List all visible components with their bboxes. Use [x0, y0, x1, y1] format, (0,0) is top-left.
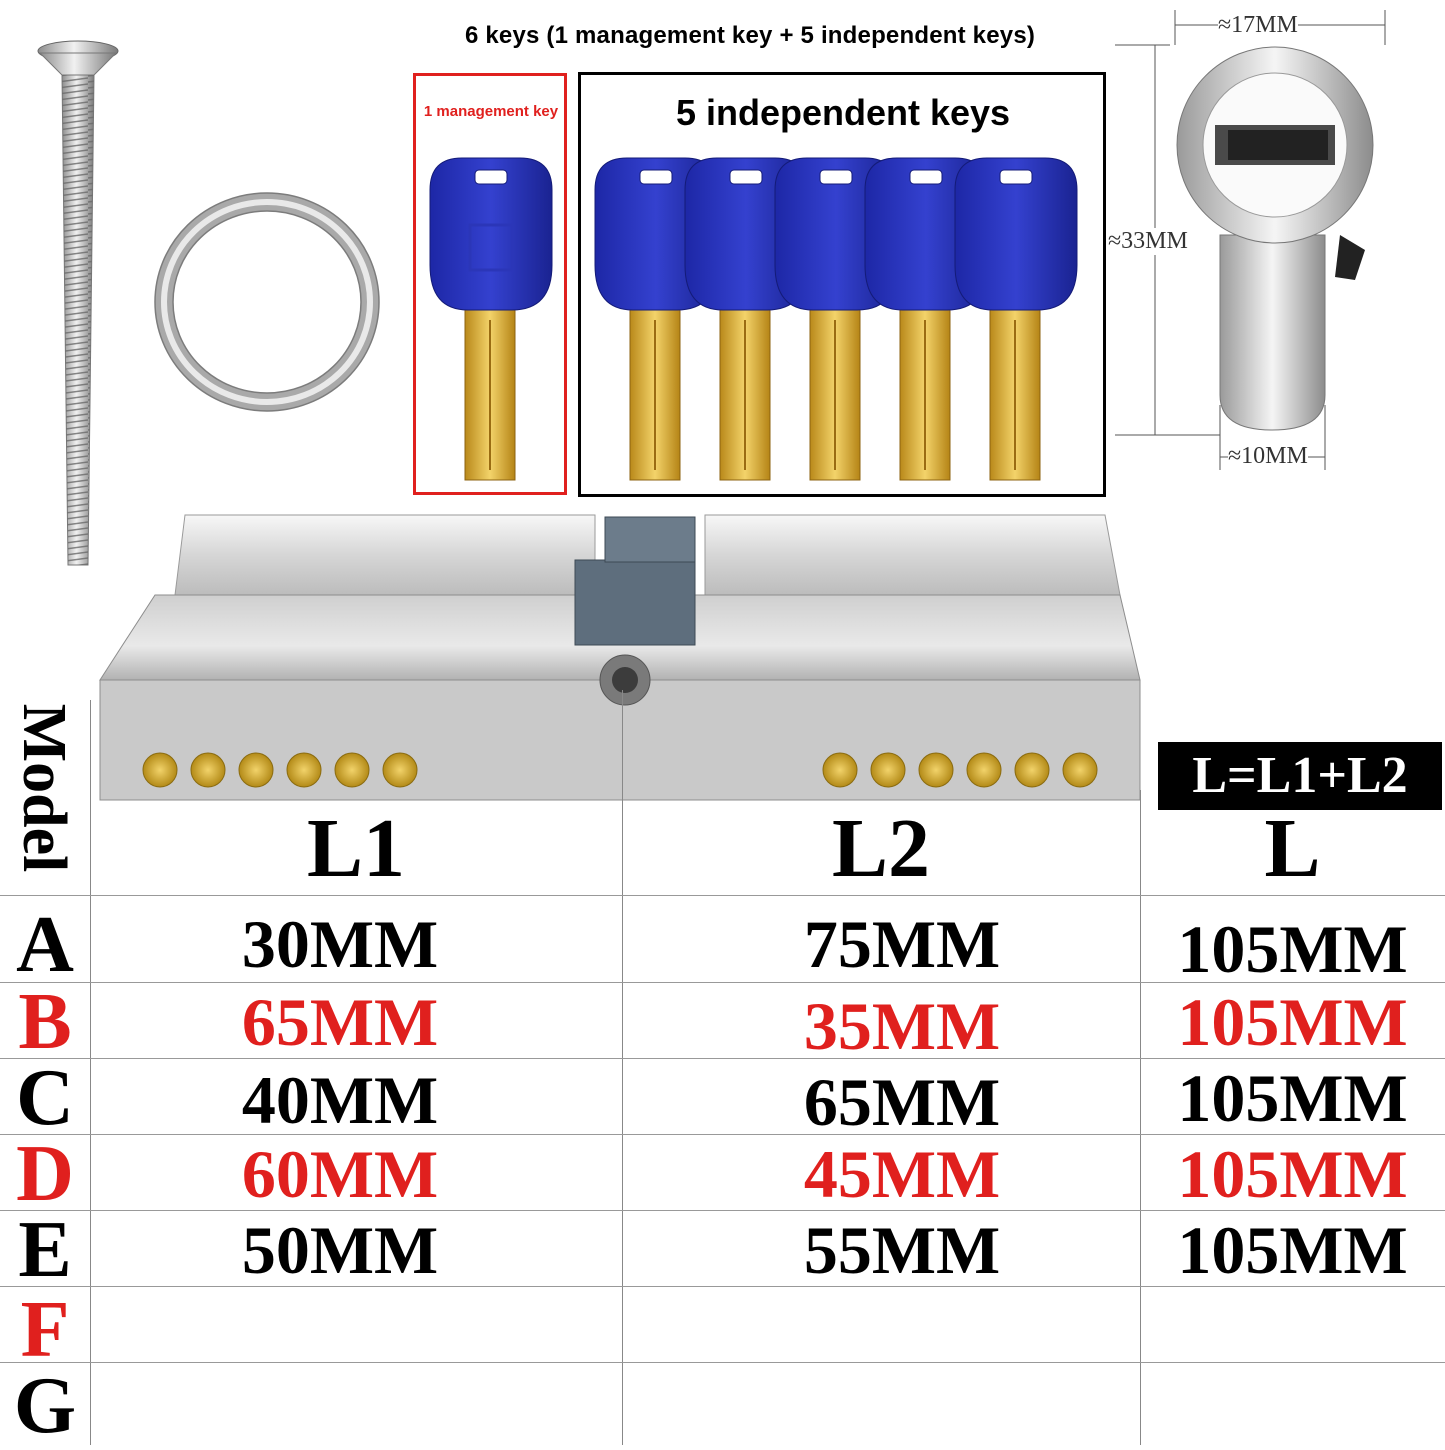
table-cell-l1: 60MM: [241, 1136, 439, 1212]
table-cell-l2: 75MM: [803, 906, 1001, 982]
management-key-icon: [429, 157, 553, 481]
table-cell-l: 105MM: [1177, 1060, 1408, 1136]
length-formula: L=L1+L2: [1158, 742, 1442, 810]
table-cell-l: 105MM: [1177, 984, 1408, 1060]
model-letter: B: [18, 978, 72, 1066]
keys-heading: 6 keys (1 management key + 5 independent…: [464, 22, 1036, 49]
table-divider: [0, 895, 1445, 896]
model-letter: F: [20, 1286, 70, 1374]
table-cell-l: 105MM: [1177, 1212, 1408, 1288]
table-cell-l1: 50MM: [241, 1212, 439, 1288]
table-cell-l1: 65MM: [241, 984, 439, 1060]
table-divider: [0, 1058, 1445, 1059]
header-l: L: [1264, 802, 1321, 895]
model-letter: A: [16, 901, 74, 989]
table-cell-l2: 55MM: [803, 1212, 1001, 1288]
management-key-label: 1 management key: [423, 103, 559, 120]
screw-image: [37, 40, 119, 566]
model-letter: D: [16, 1130, 74, 1218]
model-letter: C: [16, 1054, 74, 1142]
table-divider: [1140, 790, 1141, 1445]
table-divider: [0, 982, 1445, 983]
table-divider: [0, 1362, 1445, 1363]
split-ring-image: [154, 192, 380, 412]
independent-keys-label: 5 independent keys: [675, 92, 1011, 133]
table-divider: [90, 700, 91, 1445]
independent-keys-box: [578, 72, 1106, 497]
table-cell-l1: 30MM: [241, 906, 439, 982]
model-column-label: Model: [10, 703, 78, 873]
table-cell-l2: 65MM: [803, 1064, 1001, 1140]
table-cell-l: 105MM: [1177, 911, 1408, 987]
model-letter: E: [18, 1206, 72, 1294]
table-cell-l1: 40MM: [241, 1062, 439, 1138]
management-key-box: [413, 73, 567, 495]
table-divider: [0, 1210, 1445, 1211]
table-divider: [0, 1134, 1445, 1135]
model-letter: G: [13, 1362, 77, 1450]
table-divider: [0, 1286, 1445, 1287]
table-cell-l2: 45MM: [803, 1136, 1001, 1212]
dimension-height: ≈33MM: [1108, 228, 1188, 255]
table-divider: [622, 690, 623, 1445]
independent-key-icon: [954, 157, 1078, 481]
table-cell-l2: 35MM: [803, 988, 1001, 1064]
cylinder-profile-drawing: [1115, 10, 1386, 470]
header-l1: L1: [306, 802, 406, 895]
lock-cylinder-image: [99, 514, 1141, 801]
dimension-width-bottom: ≈10MM: [1228, 443, 1308, 470]
table-cell-l: 105MM: [1177, 1136, 1408, 1212]
dimension-width-top: ≈17MM: [1218, 12, 1298, 39]
header-l2: L2: [831, 802, 931, 895]
